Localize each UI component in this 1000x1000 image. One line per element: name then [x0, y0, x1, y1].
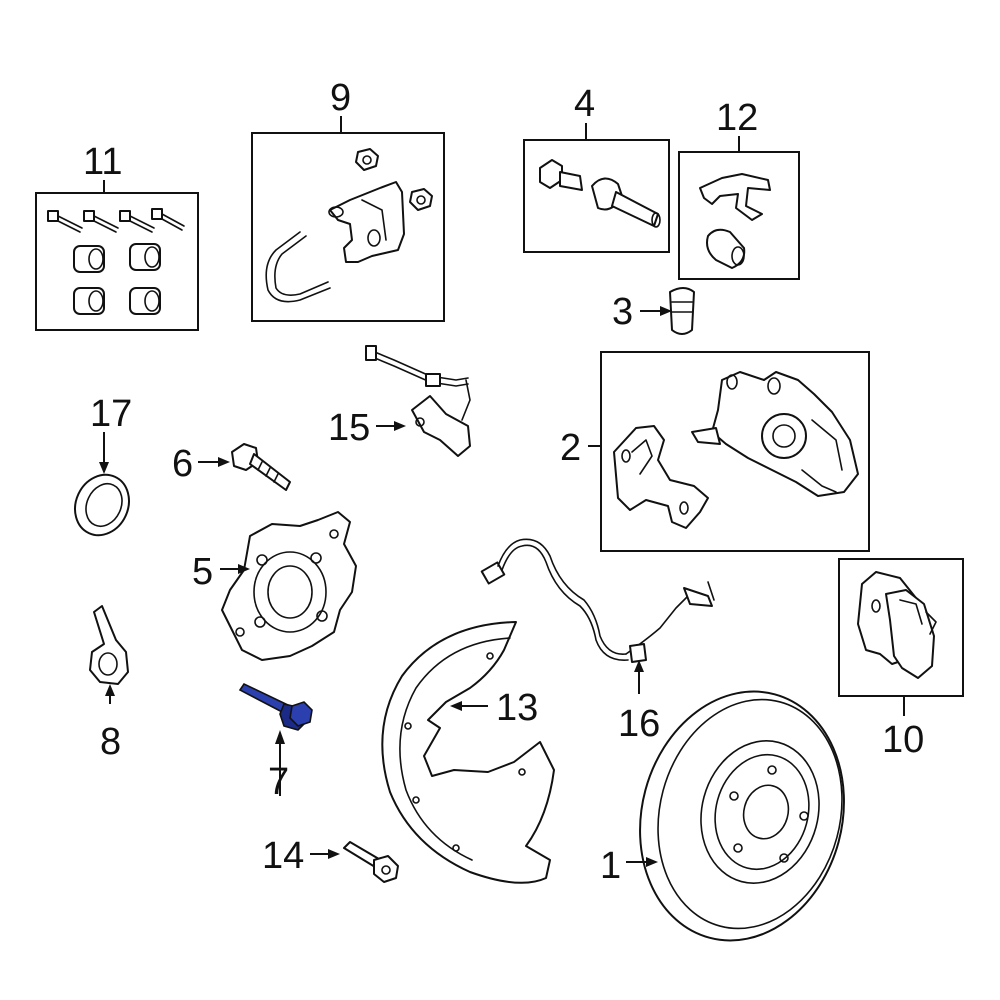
callout-9: 9 — [330, 77, 351, 119]
part-9-bracket-kit[interactable] — [251, 116, 445, 322]
callout-10: 10 — [882, 719, 924, 761]
callout-17: 17 — [90, 393, 132, 435]
callout-1: 1 — [600, 845, 621, 887]
callout-6: 6 — [172, 443, 193, 485]
callout-14: 14 — [262, 835, 304, 877]
part-1-brake-rotor[interactable] — [613, 668, 871, 963]
part-5-backing-plate[interactable] — [220, 511, 357, 661]
part-14-bolt[interactable] — [310, 841, 399, 883]
callout-5: 5 — [192, 551, 213, 593]
part-4-guide-pin-kit[interactable] — [523, 123, 670, 253]
part-10-brake-pads[interactable] — [838, 558, 964, 716]
callout-4: 4 — [574, 83, 595, 125]
part-11-hardware-kit[interactable] — [35, 180, 199, 331]
callout-15: 15 — [328, 407, 370, 449]
part-7-bolt-highlighted[interactable] — [238, 682, 313, 796]
part-8-sensor-clip[interactable] — [89, 605, 129, 704]
callout-12: 12 — [716, 97, 758, 139]
callout-2: 2 — [560, 427, 581, 469]
callout-11: 11 — [83, 141, 122, 183]
part-2-caliper-assembly[interactable] — [588, 351, 870, 552]
part-15-wire-harness[interactable] — [365, 345, 471, 457]
callout-8: 8 — [100, 721, 121, 763]
part-12-clip-kit[interactable] — [678, 136, 800, 280]
callout-7: 7 — [268, 761, 289, 803]
callout-3: 3 — [612, 291, 633, 333]
part-17-seal[interactable] — [65, 432, 138, 544]
callout-16: 16 — [618, 703, 660, 745]
part-16-speed-sensor[interactable] — [480, 538, 715, 694]
part-13-splash-shield[interactable] — [381, 621, 555, 884]
part-3-bleeder-cap[interactable] — [640, 287, 695, 335]
callout-13: 13 — [496, 687, 538, 729]
part-6-bolt[interactable] — [198, 443, 291, 491]
